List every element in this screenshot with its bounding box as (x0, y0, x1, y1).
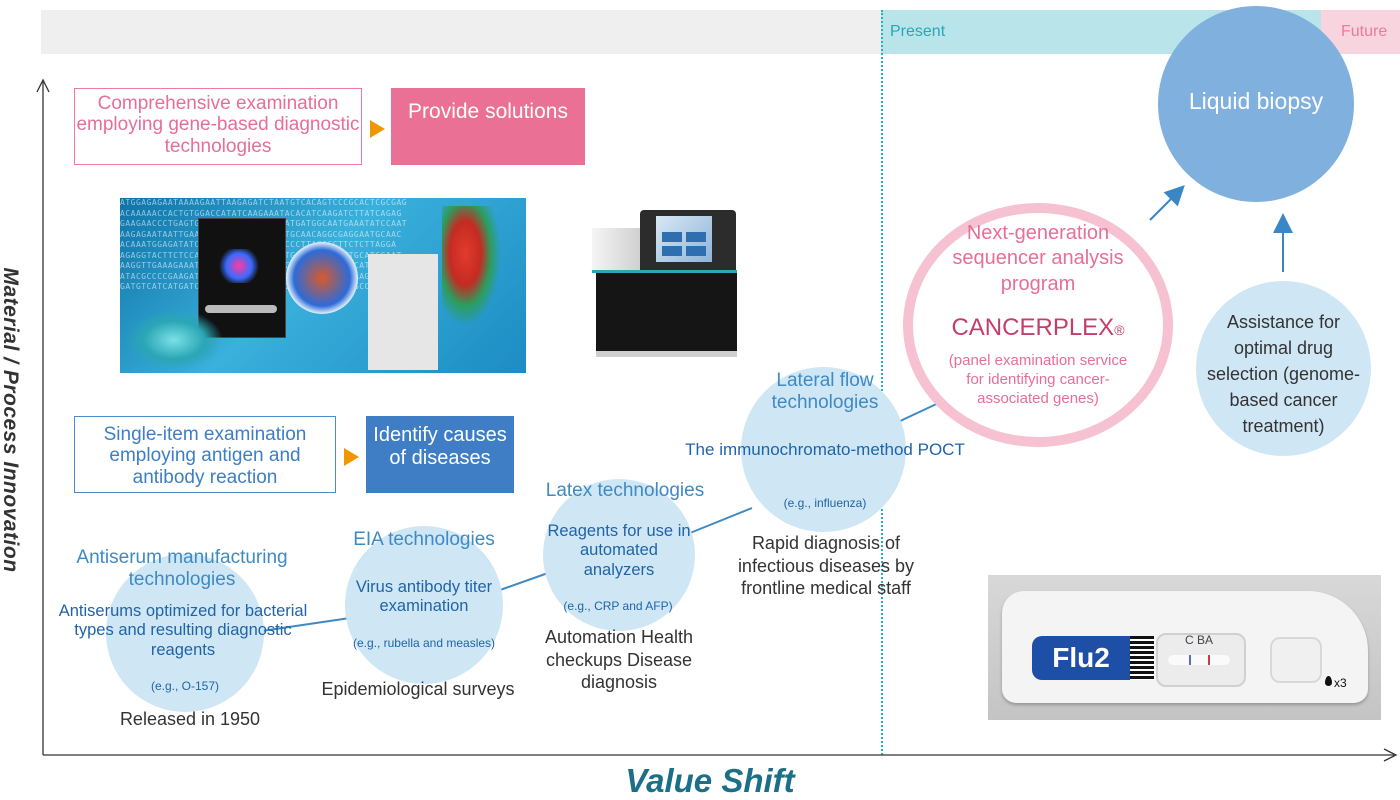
gene-exam-box: Comprehensive examination employing gene… (74, 88, 362, 165)
cba-label: C BA (1184, 633, 1213, 647)
antiserum-main: Antiserums optimized for bacterial types… (58, 602, 308, 659)
present-divider (881, 10, 883, 755)
assistance-text: Assistance for optimal drug selection (g… (1206, 312, 1361, 437)
drop-count: x3 (1334, 676, 1347, 690)
phylogenetic-tree-panel (368, 254, 438, 370)
eia-circle (345, 526, 503, 684)
lateral-flow-title: Lateral flow technologies (771, 370, 879, 414)
liquid-biopsy-label: Liquid biopsy (1188, 88, 1324, 114)
antiserum-note: Released in 1950 (119, 709, 261, 729)
x-axis-label: Value Shift (625, 762, 795, 799)
sequencer-device-image (592, 210, 737, 358)
lateral-flow-note: Rapid diagnosis of infectious diseases b… (737, 533, 915, 598)
drop-icon (1325, 676, 1332, 686)
eia-note: Epidemiological surveys (321, 679, 515, 699)
y-axis-arrow (36, 78, 50, 93)
lateral-flow-main: The immunochromato-method POCT (685, 440, 965, 459)
test-line (1208, 655, 1210, 665)
ngs-title: Next-generation sequencer analysis progr… (952, 222, 1124, 295)
sample-well (1270, 637, 1322, 683)
x-axis-arrow (1383, 748, 1398, 762)
eia-main: Virus antibody titer examination (355, 578, 493, 616)
latex-circle (543, 479, 695, 631)
protein-structure-icon (442, 206, 500, 324)
assistance-circle (1196, 281, 1371, 456)
arrow-triangle-icon-2 (344, 448, 359, 466)
sequencer-screen (656, 216, 712, 262)
genetic-analysis-illustration: ATGGAGAGAATAAAAGAATTAAGAGATCTAATGTCACAGT… (120, 198, 526, 373)
cancerplex-brand: CANCERPLEX® (926, 314, 1150, 342)
connector-1 (254, 617, 351, 633)
eia-example: (e.g., rubella and measles) (352, 636, 496, 650)
liquid-biopsy-circle (1158, 6, 1354, 202)
latex-title: Latex technologies (545, 480, 705, 501)
connector-3 (689, 507, 753, 534)
lateral-flow-circle (741, 367, 906, 532)
arrow-triangle-icon (370, 120, 385, 138)
ngs-description: (panel examination service for identifyi… (948, 352, 1128, 407)
identify-causes-box: Identify causes of diseases (366, 416, 514, 493)
arrow-to-liquid-1 (1149, 185, 1185, 221)
latex-example: (e.g., CRP and AFP) (563, 599, 673, 613)
present-label: Present (890, 23, 946, 40)
y-axis-label: Material / Process Innovation (0, 267, 22, 573)
virus-model-icon (286, 242, 358, 314)
registered-mark: ® (1114, 322, 1125, 338)
provide-solutions-box: Provide solutions (391, 88, 585, 165)
barcode-icon (1130, 636, 1154, 680)
lateral-flow-example: (e.g., influenza) (783, 496, 867, 510)
protein-ribbon-icon (126, 310, 222, 370)
control-line (1189, 655, 1191, 665)
flu-label-panel (1032, 636, 1130, 680)
flu-test-kit-photo: Flu2 C BA x3 (988, 575, 1381, 720)
ngs-circle (903, 203, 1173, 447)
antiserum-example: (e.g., O-157) (150, 679, 220, 693)
flu-label: Flu2 (1052, 642, 1110, 673)
connector-2 (499, 572, 549, 591)
latex-main: Reagents for use in automated analyzers (547, 522, 691, 579)
cancerplex-name: CANCERPLEX (951, 314, 1115, 341)
single-item-exam-box: Single-item examination employing antige… (74, 416, 336, 493)
latex-note: Automation Health checkups Disease diagn… (544, 627, 694, 692)
antiserum-circle (106, 554, 264, 712)
future-label: Future (1341, 23, 1388, 40)
timeline-past-band (41, 10, 881, 54)
antiserum-title: Antiserum manufacturing technologies (76, 547, 288, 591)
eia-title: EIA technologies (353, 529, 495, 550)
